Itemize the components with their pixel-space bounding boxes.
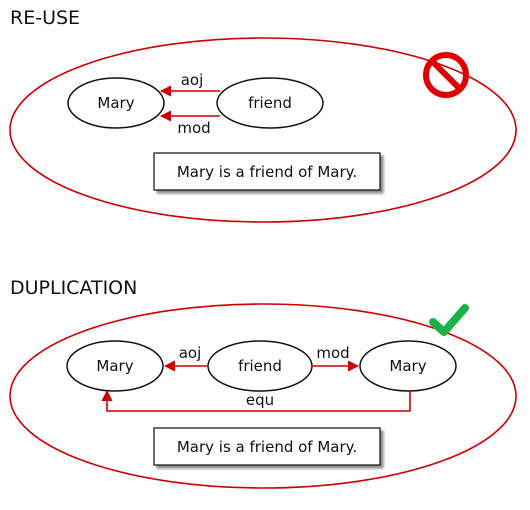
duplication-edge-equ-arrow: [101, 389, 411, 412]
reuse-node-mary-label: Mary: [97, 94, 134, 112]
duplication-node-friend: friend: [207, 340, 313, 392]
duplication-node-mary-left: Mary: [66, 340, 164, 392]
duplication-edge-mod-label: mod: [316, 344, 349, 362]
reuse-node-mary: Mary: [67, 77, 165, 129]
reuse-node-friend-label: friend: [248, 94, 292, 112]
duplication-node-friend-label: friend: [238, 357, 282, 375]
duplication-section: DUPLICATION Mary friend Mary aoj mod equ…: [9, 277, 517, 489]
reuse-sentence: Mary is a friend of Mary.: [177, 163, 357, 181]
reuse-title: RE-USE: [10, 7, 80, 29]
reuse-node-friend: friend: [216, 77, 324, 129]
duplication-node-mary-right-label: Mary: [389, 357, 426, 375]
reuse-edge-mod-label: mod: [177, 119, 210, 137]
duplication-edge-aoj-label: aoj: [179, 344, 202, 362]
reuse-sentence-box: Mary is a friend of Mary.: [153, 152, 381, 191]
prohibited-icon: [423, 52, 469, 98]
checkmark-icon: [429, 304, 469, 336]
duplication-edge-equ-label: equ: [246, 391, 274, 409]
reuse-boundary-ellipse: [9, 37, 517, 223]
reuse-section: RE-USE Mary friend aoj mod Mary is a fri…: [9, 7, 517, 223]
duplication-node-mary-left-label: Mary: [96, 357, 133, 375]
duplication-sentence: Mary is a friend of Mary.: [177, 438, 357, 456]
duplication-title: DUPLICATION: [10, 277, 137, 299]
duplication-sentence-box: Mary is a friend of Mary.: [153, 427, 381, 466]
duplication-node-mary-right: Mary: [359, 340, 457, 392]
duplication-boundary-ellipse: [9, 303, 517, 489]
reuse-edge-aoj-label: aoj: [181, 71, 204, 89]
